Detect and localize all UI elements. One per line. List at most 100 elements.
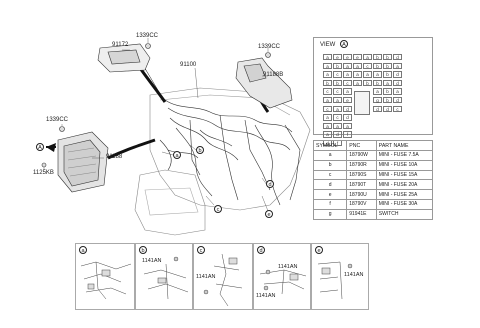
- fuse-slot: a: [383, 79, 392, 87]
- fuse-slot: [383, 131, 392, 137]
- fuse-slot: [383, 123, 392, 129]
- callout-junction-box: 91188: [106, 154, 123, 160]
- fuse-slot: a: [373, 88, 382, 95]
- marker-e: e: [265, 210, 273, 218]
- symbol-cell: d: [312, 179, 348, 191]
- marker-a: a: [173, 151, 181, 159]
- fuse-slot: [373, 114, 382, 120]
- callout-bolt: 1125KB: [33, 170, 54, 176]
- symbol-cell: b: [312, 159, 348, 171]
- fuse-slot: e: [353, 54, 362, 61]
- fuse-slot: [393, 131, 402, 137]
- panel-c-circle: c: [197, 246, 205, 254]
- fuse-slot: b: [373, 62, 382, 69]
- view-ref-circle: A: [340, 40, 348, 48]
- panel-a-drawing: [80, 261, 132, 300]
- fuse-slot: [393, 123, 402, 129]
- pnc-cell: 18790W: [346, 150, 377, 161]
- fuse-slot: c: [343, 79, 352, 87]
- panel-e-circle: e: [315, 246, 323, 254]
- fuse-slot: b: [323, 79, 332, 87]
- callout-clip-top-right: 1339CC: [258, 44, 281, 50]
- fuse-slot: d: [393, 79, 402, 87]
- symbol-cell: g: [312, 208, 348, 220]
- fuse-slot: a: [323, 96, 332, 104]
- fuse-slot: b: [383, 88, 392, 95]
- panel-e-drawing: [317, 261, 353, 300]
- fuse-slot: f: [343, 131, 352, 138]
- part-name-cell: MINI - FUSE 30A: [375, 198, 434, 210]
- marker-d: d: [266, 180, 274, 188]
- marker-b: b: [196, 146, 204, 154]
- fuse-slot: a: [333, 122, 342, 130]
- fuse-slot: g: [373, 96, 382, 104]
- fuse-slot: e: [343, 54, 352, 61]
- detail-panel-e: e 1141AN: [311, 243, 369, 310]
- header-part-name: PART NAME: [375, 140, 434, 151]
- fuse-slot: a: [353, 71, 362, 78]
- fuse-slot: a: [333, 105, 342, 112]
- panel-d-part-bottom: 1141AN: [256, 293, 276, 299]
- callout-bracket: 91172: [112, 42, 129, 48]
- callout-clip-left: 1339CC: [46, 117, 69, 123]
- fuse-slot: [373, 123, 382, 129]
- fuse-slot: [353, 123, 362, 129]
- fuse-slot: a: [333, 96, 342, 104]
- fuse-slot: [353, 114, 362, 120]
- fuse-slot: a: [323, 114, 332, 121]
- fuse-slot: d: [343, 105, 352, 112]
- panel-e-part: 1141AN: [344, 272, 364, 278]
- fuse-slot: c: [333, 114, 342, 121]
- fuse-slot: d: [383, 105, 392, 112]
- detail-panel-b: b 1141AN: [135, 243, 193, 310]
- panel-b-part-top: 1141AN: [142, 258, 162, 264]
- fuse-slot: c: [333, 88, 342, 95]
- panel-c-drawing: [203, 253, 243, 307]
- fuse-slot: d: [373, 105, 382, 112]
- symbol-cell: a: [312, 150, 348, 161]
- panel-b-drawing: [143, 256, 189, 300]
- fuse-slot: a: [343, 88, 352, 95]
- fuse-slot: b: [363, 79, 372, 87]
- fuse-slot: c: [393, 105, 402, 112]
- fuse-slot: c: [323, 88, 332, 95]
- pnc-cell: 18790T: [346, 179, 377, 191]
- fuse-slot: [373, 131, 382, 137]
- fuse-slot: a: [343, 71, 352, 78]
- fuse-slot: a: [323, 62, 332, 69]
- header-symbol: SYMBOL: [312, 140, 348, 151]
- marker-c: c: [214, 205, 222, 213]
- fuse-slot: a: [323, 122, 332, 130]
- fuse-slot: d: [343, 114, 352, 121]
- view-title: VIEW: [320, 42, 336, 48]
- pnc-cell: 18790S: [346, 169, 377, 181]
- detail-panel-c: c 1141AN: [193, 243, 253, 310]
- panel-d-part-top: 1141AN: [278, 264, 298, 270]
- fuse-slot: a: [323, 54, 332, 61]
- part-name-cell: SWITCH: [375, 208, 434, 220]
- part-name-cell: MINI - FUSE 15A: [375, 169, 434, 181]
- panel-d-circle: d: [257, 246, 265, 254]
- panel-c-part: 1141AN: [196, 274, 216, 280]
- fuse-slot: [393, 114, 402, 120]
- header-pnc: PNC: [346, 140, 377, 151]
- panel-a-circle: a: [79, 246, 87, 254]
- fuse-slot: a: [323, 131, 332, 138]
- part-name-cell: MINI - FUSE 7.5A: [375, 150, 434, 161]
- fuse-slot: b: [373, 54, 382, 61]
- fuse-slot: b: [383, 71, 392, 78]
- callout-main-harness: 91100: [180, 62, 197, 68]
